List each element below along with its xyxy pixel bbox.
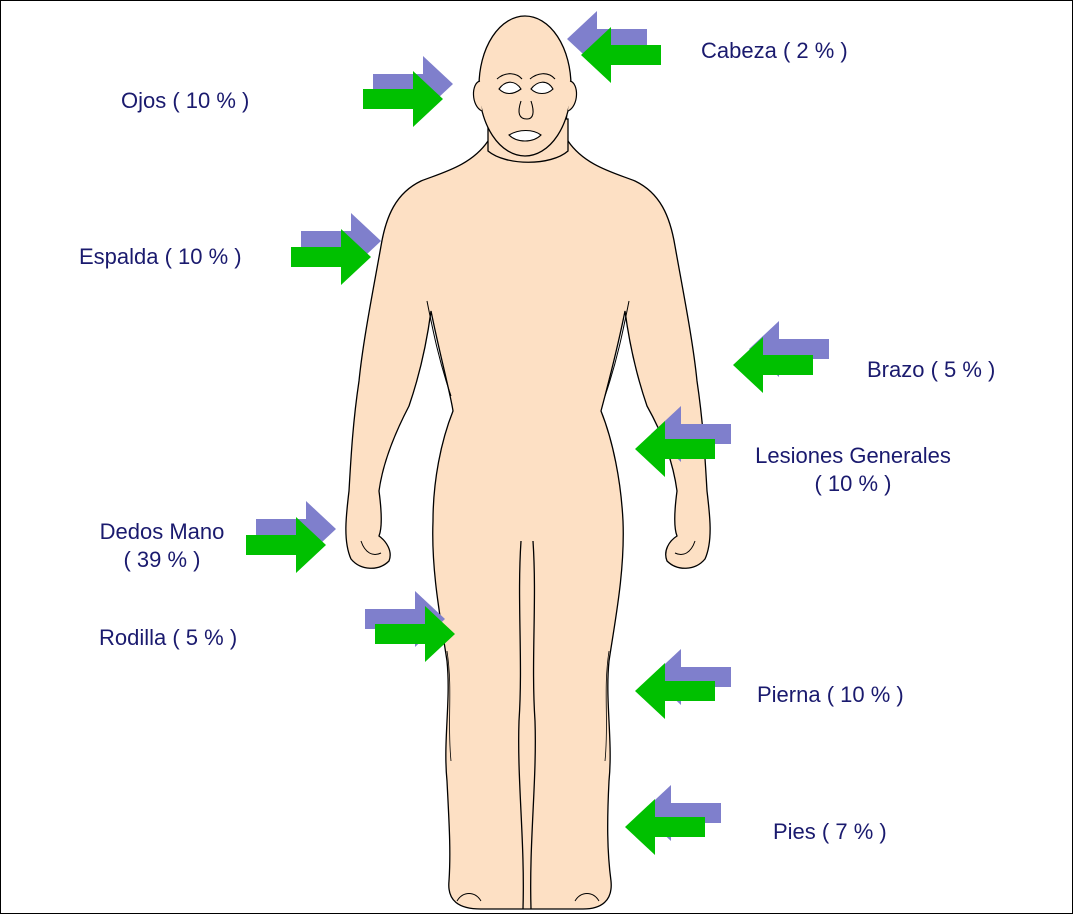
label-lesiones-line2: ( 10 % ) xyxy=(729,470,977,498)
arrow-dedos xyxy=(246,501,336,573)
arrow-brazo xyxy=(733,321,829,393)
arrow-pierna xyxy=(635,649,731,719)
label-lesiones: Lesiones Generales ( 10 % ) xyxy=(729,442,977,498)
arrow-espalda xyxy=(291,213,381,285)
label-pies: Pies ( 7 % ) xyxy=(773,818,887,846)
label-pierna: Pierna ( 10 % ) xyxy=(757,681,904,709)
arrow-ojos xyxy=(363,56,453,127)
label-cabeza: Cabeza ( 2 % ) xyxy=(701,37,848,65)
label-lesiones-line1: Lesiones Generales xyxy=(729,442,977,470)
label-dedos-line2: ( 39 % ) xyxy=(77,546,247,574)
label-dedos: Dedos Mano ( 39 % ) xyxy=(77,518,247,574)
arrow-pies xyxy=(625,785,721,855)
label-brazo: Brazo ( 5 % ) xyxy=(867,356,995,384)
body-silhouette xyxy=(346,111,710,909)
label-dedos-line1: Dedos Mano xyxy=(77,518,247,546)
label-espalda: Espalda ( 10 % ) xyxy=(79,243,242,271)
label-rodilla: Rodilla ( 5 % ) xyxy=(99,624,237,652)
arrow-cabeza xyxy=(567,11,661,83)
label-ojos: Ojos ( 10 % ) xyxy=(121,87,249,115)
